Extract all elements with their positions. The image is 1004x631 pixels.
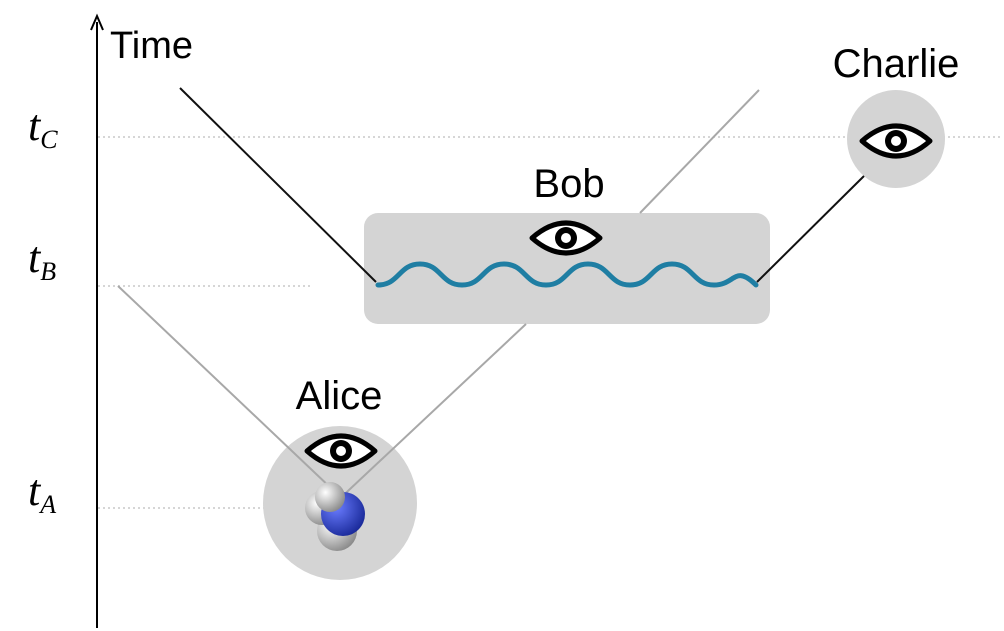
charlie-label: Charlie: [833, 42, 960, 86]
tick-ta: tA: [28, 466, 56, 519]
eye-icon: [859, 123, 933, 159]
eye-icon: [304, 433, 378, 469]
wave-icon: [375, 261, 759, 288]
eye-icon: [529, 220, 603, 256]
charlie-signal-line: [756, 175, 865, 283]
alice-left-cone-line: [117, 285, 334, 491]
tick-tb: tB: [28, 233, 56, 286]
time-axis-label: Time: [110, 25, 193, 67]
bob-left-signal-line: [179, 87, 377, 283]
alice-right-cone-line: [332, 323, 527, 506]
tick-tc: tC: [28, 101, 58, 154]
time-axis-arrow: [90, 13, 104, 31]
bob-panel: [364, 213, 770, 324]
molecule-icon: [305, 482, 365, 551]
bob-label: Bob: [533, 162, 604, 206]
bob-right-cone-line: [639, 89, 760, 214]
alice-label: Alice: [296, 374, 383, 418]
